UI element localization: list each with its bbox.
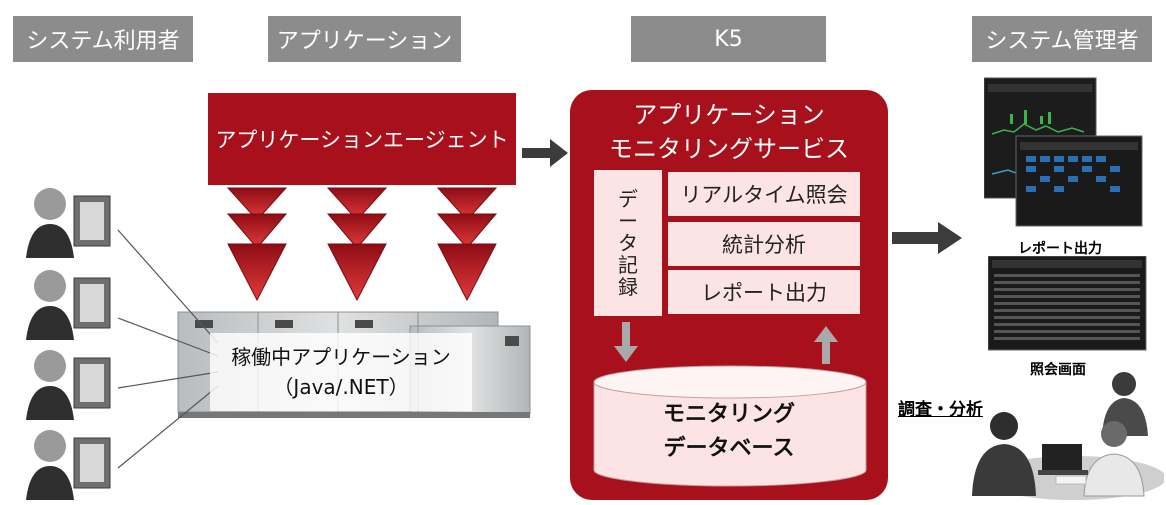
arrow-db-to-report [814, 326, 838, 364]
analysis-caption: 調査・分析 [898, 400, 983, 420]
monitoring-service-title-line2: モニタリングサービス [609, 135, 849, 163]
database-cylinder-icon [593, 365, 867, 487]
report-screen-front [1015, 135, 1143, 227]
monitoring-database-line2: データベース [663, 436, 795, 461]
inquiry-screen-thumbnail [988, 256, 1147, 351]
database-graphics [593, 322, 867, 487]
running-application-runtime: （Java/.NET） [273, 375, 409, 399]
user-person-icon [26, 188, 111, 258]
report-output-caption: レポート出力 [1018, 241, 1102, 257]
inquiry-screen-caption: 照会画面 [1030, 362, 1086, 378]
function-report-output: レポート出力 [668, 270, 860, 314]
running-application-name: 稼働中アプリケーション [231, 345, 451, 369]
down-arrows [226, 187, 498, 302]
data-record-char: 録 [618, 275, 638, 299]
monitoring-service-panel: アプリケーション モニタリングサービス デ ー タ 記 録 リアルタイム照会 統… [570, 90, 888, 500]
data-record-char: ー [618, 209, 638, 233]
header-application: アプリケーション [268, 16, 461, 62]
user-connector-lines [117, 229, 219, 469]
data-record-char: デ [618, 187, 638, 211]
monitoring-database-label: モニタリング データベース [592, 398, 866, 466]
arrow-k5-to-outputs [892, 222, 962, 254]
monitoring-service-title-line1: アプリケーション [633, 101, 825, 129]
application-agent-label: アプリケーションエージェント [215, 128, 509, 152]
application-agent-box: アプリケーションエージェント [208, 93, 516, 185]
header-system-users: システム利用者 [13, 16, 193, 62]
data-record-char: 記 [618, 253, 638, 277]
user-person-icon [26, 430, 111, 500]
header-k5: K5 [631, 16, 826, 62]
meeting-people-illustration [972, 372, 1164, 500]
monitoring-service-title: アプリケーション モニタリングサービス [570, 98, 888, 166]
monitoring-database-line1: モニタリング [662, 402, 795, 427]
function-realtime-inquiry: リアルタイム照会 [668, 172, 860, 216]
report-screen-thumbnails [984, 77, 1143, 227]
data-record-box: デ ー タ 記 録 [594, 170, 662, 316]
user-person-icon [26, 270, 111, 340]
running-application-label: 稼働中アプリケーション （Java/.NET） [210, 333, 472, 411]
arrow-agent-to-k5 [522, 139, 568, 167]
user-person-icon [26, 350, 111, 420]
function-statistical-analysis: 統計分析 [668, 222, 860, 266]
arrow-record-to-db [614, 322, 638, 362]
data-record-char: タ [618, 231, 638, 255]
header-system-admins: システム管理者 [972, 16, 1152, 62]
